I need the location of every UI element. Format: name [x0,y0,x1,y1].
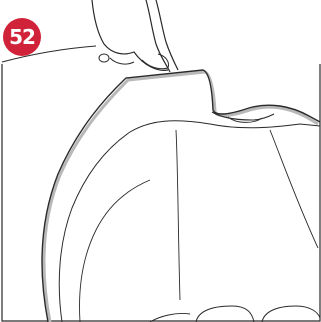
panel-frame [2,64,320,321]
shell-inner-contour [59,121,320,322]
hand-finger [110,58,134,64]
shell-ridge-right [270,130,318,248]
bottom-clip-right [262,306,320,322]
bottom-clip-left [196,306,254,322]
hand-outline [92,0,168,70]
hand-fingernail [99,54,109,62]
strap-line [146,0,170,72]
shell-ridge-left [80,180,150,322]
shell-ridge-center [176,130,180,300]
shell-outline-shadow [44,72,318,322]
step-number-badge: 52 [3,18,41,56]
